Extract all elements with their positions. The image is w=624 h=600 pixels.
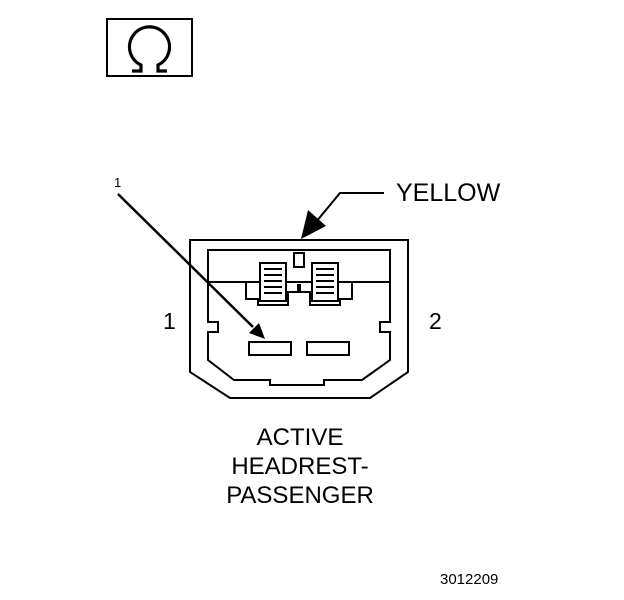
connector-outer-outline [189,239,409,399]
terminal-upper-right [311,262,339,302]
connector-title-line: ACTIVE [256,424,344,451]
callout-leader-arrow [117,193,265,339]
callout-label: 1 [114,175,122,190]
pin-2-label: 2 [429,308,442,334]
terminal-upper-left [259,262,287,302]
connector-title: ACTIVE HEADREST- PASSENGER [200,423,400,510]
cavity-pin-1 [248,341,292,356]
wire-color-leader-arrow [301,192,384,239]
cavity-pin-2 [306,341,350,356]
connector-latch [208,252,390,283]
upper-terminal-housing [245,282,353,306]
connector-title-line: PASSENGER [226,482,374,509]
figure-id: 3012209 [440,571,499,588]
wire-color-label: YELLOW [396,179,501,207]
connector-inner-outline [207,249,391,386]
pin-1-label: 1 [163,308,176,334]
ohmmeter-omega-icon [106,18,193,77]
connector-title-line: HEADREST- [231,453,369,480]
